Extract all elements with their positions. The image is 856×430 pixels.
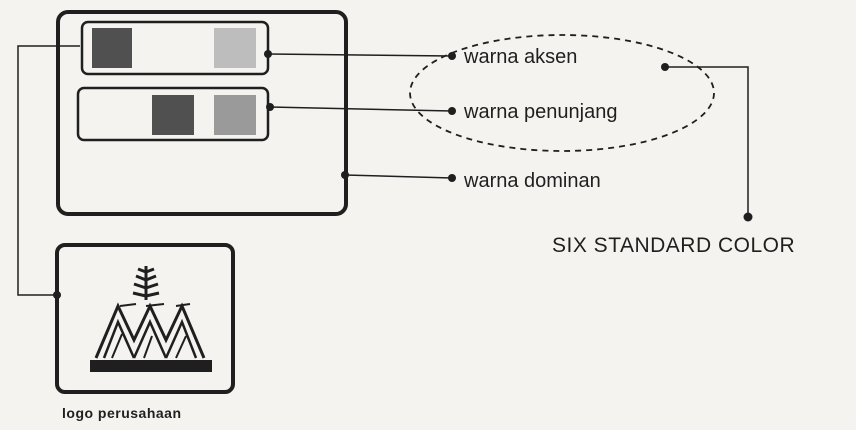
dominant-panel — [56, 10, 348, 216]
standard-connector-end — [743, 212, 753, 222]
accent-dark-swatch — [92, 28, 132, 68]
accent-swatch-box — [80, 20, 270, 76]
standard-connector-line — [665, 66, 749, 215]
logo-connector-dot — [53, 291, 61, 299]
supporting-swatch-box — [76, 86, 270, 142]
dominant-connector-line — [344, 174, 453, 179]
accent-label: warna aksen — [463, 46, 577, 68]
accent-connector-line — [267, 53, 453, 57]
supporting-dark-swatch — [152, 95, 194, 135]
supporting-medium-swatch — [214, 95, 256, 135]
supporting-label: warna penunjang — [463, 101, 617, 123]
accent-connector-end — [448, 52, 456, 60]
six-standard-color-title: SIX STANDARD COLOR — [552, 234, 795, 257]
dominant-label: warna dominan — [463, 170, 601, 192]
accent-supporting-ellipse — [409, 34, 715, 152]
supporting-connector-end — [448, 107, 456, 115]
supporting-connector-line — [269, 106, 453, 112]
logo-panel — [55, 243, 235, 394]
accent-light-swatch — [214, 28, 256, 68]
logo-connector-line — [17, 45, 80, 296]
company-logo-icon — [90, 266, 212, 372]
dominant-connector-end — [448, 174, 456, 182]
logo-caption: logo perusahaan — [62, 405, 182, 421]
